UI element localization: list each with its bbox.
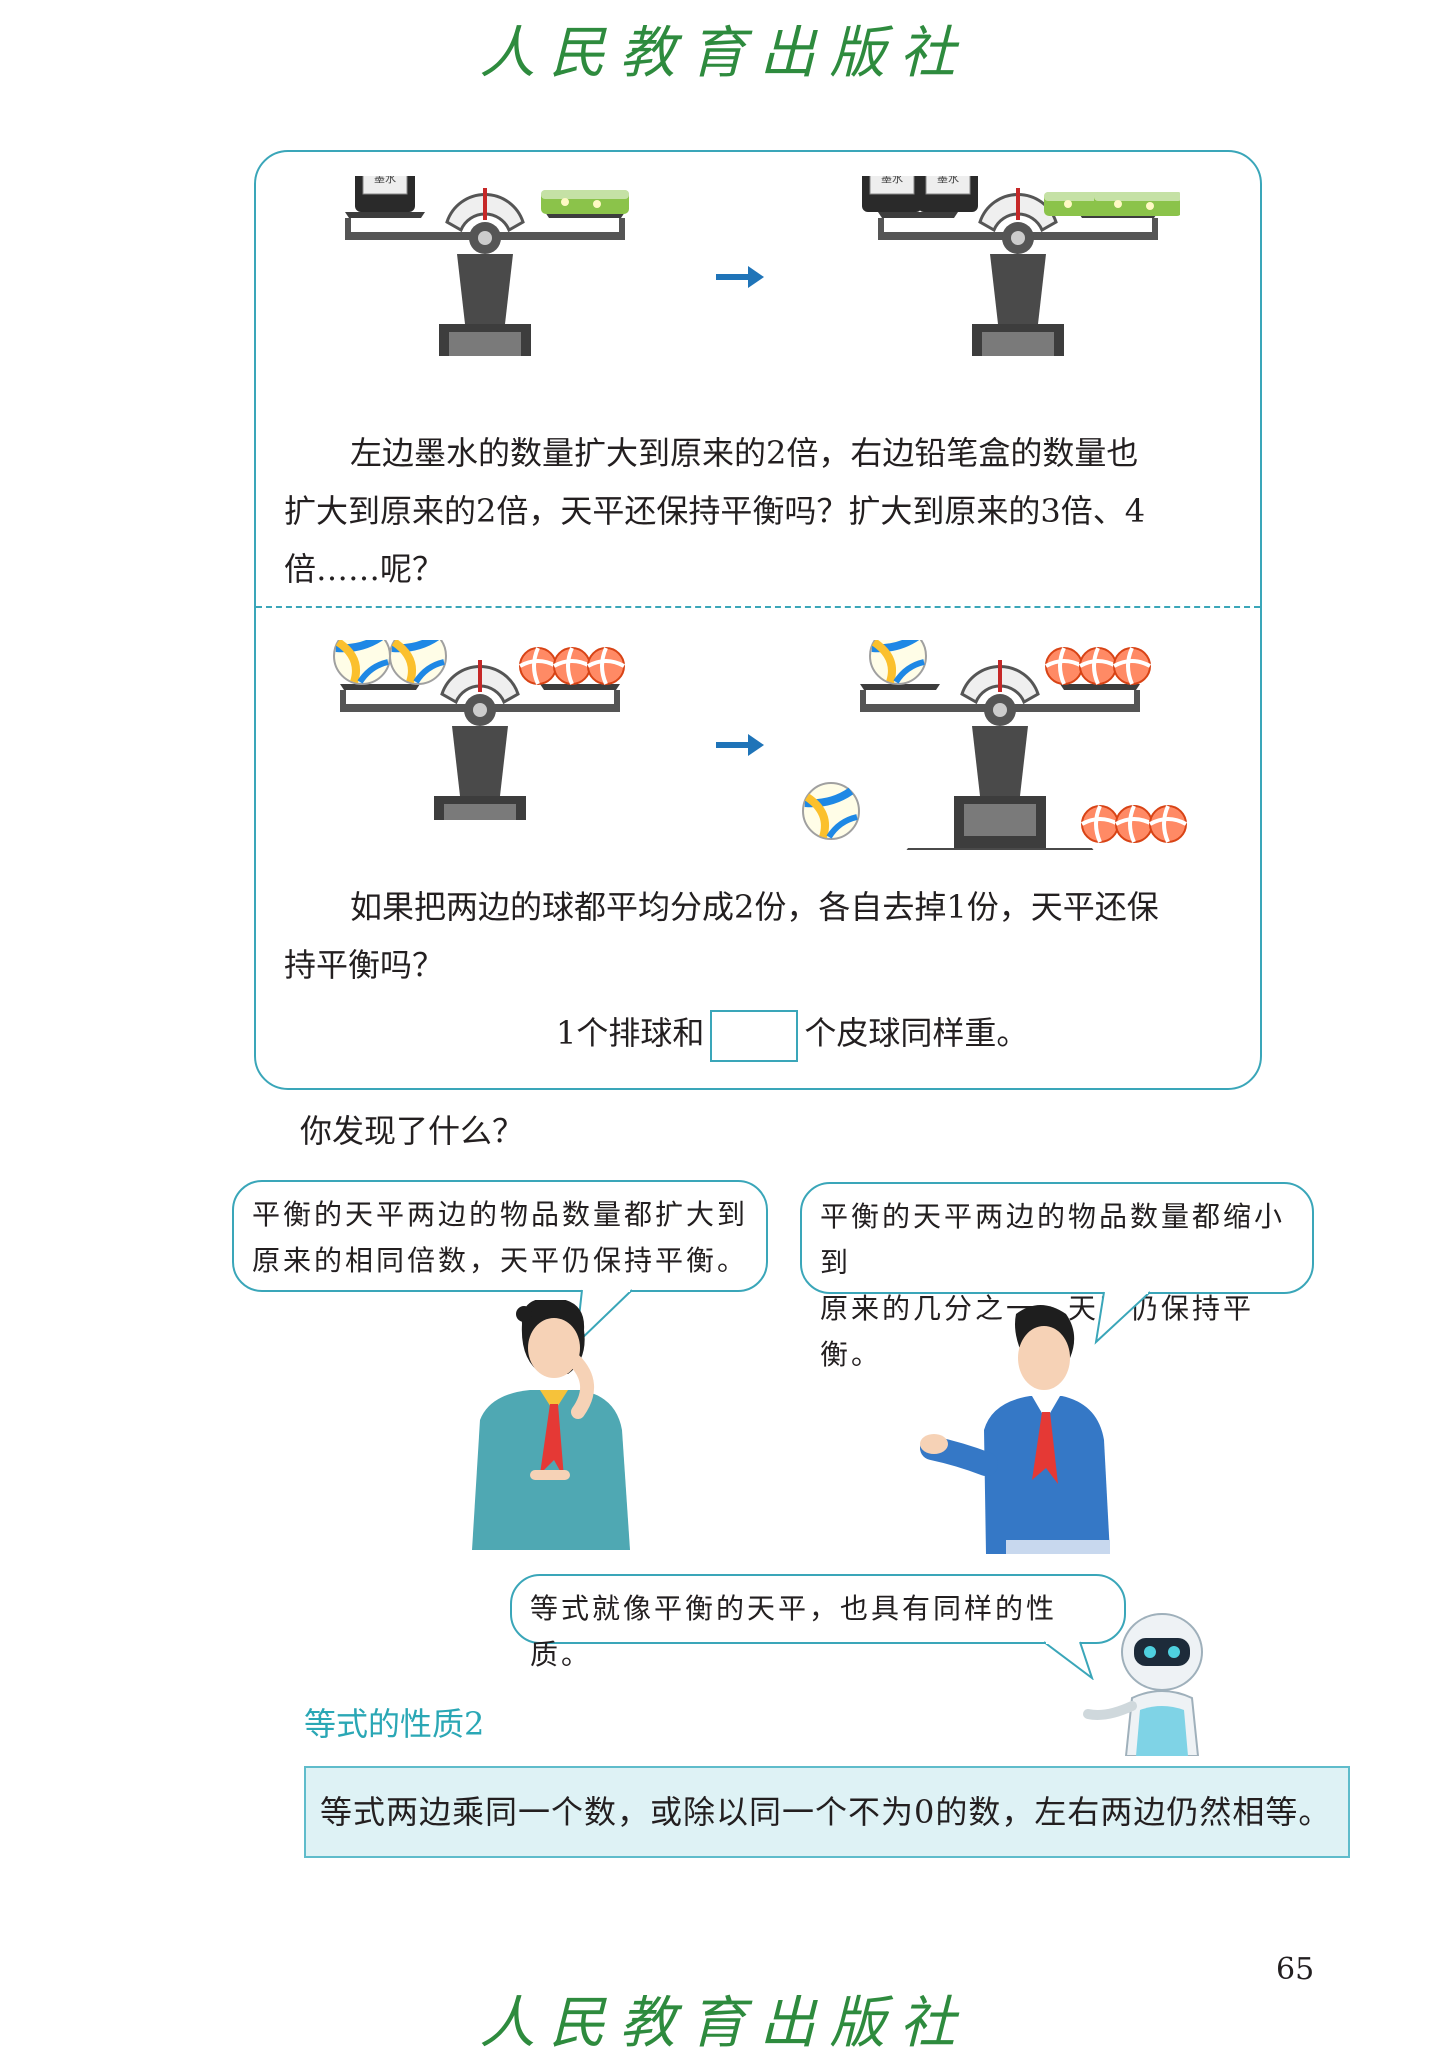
arrow-2 bbox=[716, 734, 764, 756]
answer-box[interactable] bbox=[710, 1009, 799, 1062]
girl-speech-bubble: 平衡的天平两边的物品数量都扩大到 原来的相同倍数，天平仍保持平衡。 bbox=[232, 1180, 768, 1292]
robot-bubble-text: 等式就像平衡的天平，也具有同样的性质。 bbox=[530, 1592, 1058, 1671]
girl-bubble-line1: 平衡的天平两边的物品数量都扩大到 bbox=[252, 1198, 749, 1231]
property-text: 等式两边乘同一个数，或除以同一个不为0的数，左右两边仍然相等。 bbox=[320, 1793, 1332, 1831]
girl-illustration bbox=[472, 1300, 630, 1550]
ink-label: 墨水 bbox=[374, 176, 396, 185]
girl-bubble-line2: 原来的相同倍数，天平仍保持平衡。 bbox=[252, 1244, 749, 1277]
boy-speech-bubble: 平衡的天平两边的物品数量都缩小到 原来的几分之一，天平仍保持平衡。 bbox=[800, 1182, 1314, 1371]
activity-card bbox=[254, 150, 1262, 1090]
page-number: 65 bbox=[1276, 1952, 1315, 1987]
boy-bubble-tail bbox=[1094, 1290, 1151, 1345]
robot-bubble-tail bbox=[1043, 1640, 1094, 1680]
publisher-logo-top: 人民教育出版社 bbox=[479, 21, 970, 86]
section1-line1: 左边墨水的数量扩大到原来的2倍，右边铅笔盒的数量也 bbox=[350, 434, 1139, 472]
section2-line1: 如果把两边的球都平均分成2份，各自去掉1份，天平还保 bbox=[350, 888, 1159, 926]
fill-after-text: 个皮球同样重。 bbox=[804, 1014, 1029, 1052]
ball-scale-illustration-1 bbox=[320, 640, 626, 820]
section1-line3: 倍……呢？ bbox=[284, 550, 445, 588]
publisher-logo-bottom: 人民教育出版社 bbox=[479, 1991, 970, 2056]
boy-illustration bbox=[920, 1305, 1110, 1554]
section2-line2: 持平衡吗？ bbox=[284, 946, 445, 984]
boy-bubble-line1: 平衡的天平两边的物品数量都缩小到 bbox=[820, 1200, 1286, 1279]
dashed-divider bbox=[256, 606, 1260, 608]
ink-scale-illustration-1: 墨水 bbox=[343, 176, 629, 356]
robot-speech-bubble: 等式就像平衡的天平，也具有同样的性质。 bbox=[510, 1574, 1126, 1671]
fill-before-text: 1个排球和 bbox=[556, 1014, 705, 1052]
removed-volleyball bbox=[796, 776, 866, 846]
section1-line2: 扩大到原来的2倍，天平还保持平衡吗？扩大到原来的3倍、4 bbox=[284, 492, 1146, 530]
property-box: 等式两边乘同一个数，或除以同一个不为0的数，左右两边仍然相等。 bbox=[304, 1766, 1350, 1858]
fill-in-sentence: 1个排球和 个皮球同样重。 bbox=[556, 1004, 1028, 1062]
ink-scale-illustration-2: 墨水 墨水 bbox=[861, 176, 1180, 356]
ink-label: 墨水 bbox=[937, 176, 959, 185]
robot-illustration bbox=[1083, 1613, 1203, 1756]
arrow-1 bbox=[716, 266, 764, 288]
ink-label: 墨水 bbox=[881, 176, 903, 185]
question-text: 你发现了什么？ bbox=[300, 1112, 525, 1150]
property-title: 等式的性质2 bbox=[304, 1705, 485, 1743]
